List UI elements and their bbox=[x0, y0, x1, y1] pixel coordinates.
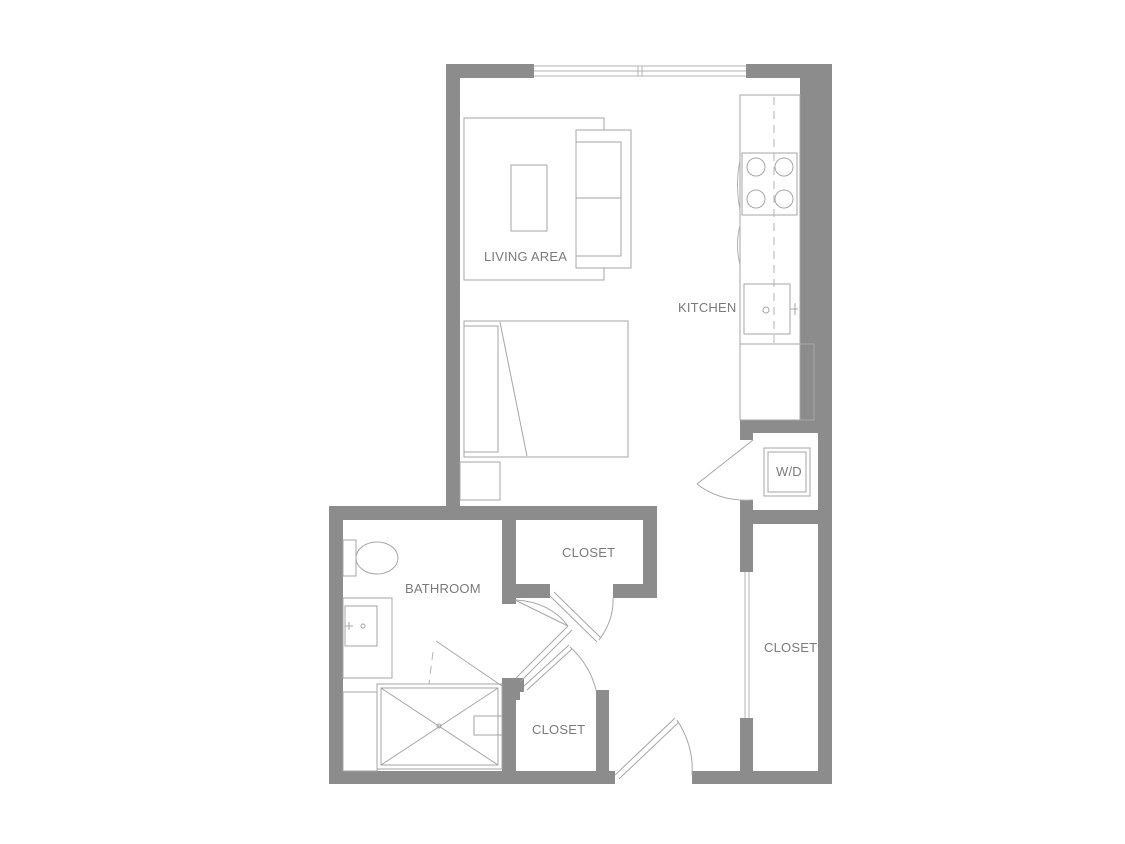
sofa-cushion-bottom bbox=[575, 197, 622, 257]
wall-kitchen-back bbox=[800, 78, 818, 420]
wall-wd-left-top bbox=[740, 420, 753, 440]
nightstand bbox=[459, 461, 501, 501]
label-bathroom: BATHROOM bbox=[405, 581, 481, 596]
bath-storage bbox=[342, 691, 378, 772]
closet-upper-door bbox=[549, 591, 614, 643]
label-closet-lower: CLOSET bbox=[532, 722, 585, 737]
sink-drain bbox=[762, 306, 770, 314]
toilet-bowl bbox=[355, 541, 399, 575]
burner-2 bbox=[774, 157, 794, 177]
room-labels: LIVING AREA KITCHEN W/D BATHROOM CLOSET … bbox=[405, 249, 817, 737]
sofa bbox=[575, 129, 632, 269]
closet-lower-door bbox=[523, 644, 597, 691]
toilet-tank bbox=[342, 539, 357, 577]
bathroom-fixtures bbox=[342, 539, 503, 772]
wall-bottom-right bbox=[692, 771, 832, 784]
vanity bbox=[342, 597, 393, 679]
wall-closet-upper-right bbox=[643, 506, 657, 598]
kitchen-counter-lower bbox=[739, 343, 815, 421]
burner-1 bbox=[746, 157, 766, 177]
wd-unit-inner bbox=[767, 451, 807, 493]
wall-right-exterior bbox=[818, 64, 832, 784]
wall-wd-bottom bbox=[740, 510, 818, 524]
wd-unit bbox=[763, 447, 811, 497]
wall-left-upper bbox=[446, 64, 460, 520]
bed bbox=[459, 320, 629, 501]
bed-frame bbox=[463, 320, 629, 458]
washer-dryer bbox=[696, 439, 811, 501]
bed-headboard bbox=[463, 325, 499, 453]
wall-closet-upper-bottom-left bbox=[502, 584, 550, 598]
bath-sink-drain bbox=[360, 623, 366, 629]
wall-notch-a bbox=[512, 684, 520, 700]
wall-top-right bbox=[746, 64, 832, 78]
wall-closet-lower-left bbox=[502, 678, 516, 784]
walls bbox=[329, 64, 832, 784]
wall-closet-upper-left bbox=[502, 506, 516, 604]
shower-drain bbox=[436, 723, 442, 729]
window-top bbox=[534, 65, 746, 77]
wall-bath-top bbox=[329, 506, 657, 520]
stove bbox=[741, 152, 798, 216]
wall-closet-right-lower bbox=[740, 718, 753, 784]
wall-closet-upper-bottom-right bbox=[613, 584, 657, 598]
label-washer-dryer: W/D bbox=[776, 464, 802, 479]
wall-bottom-left bbox=[329, 771, 615, 784]
label-closet-upper: CLOSET bbox=[562, 545, 615, 560]
label-living-area: LIVING AREA bbox=[484, 249, 567, 264]
wall-closet-right-upper bbox=[740, 516, 753, 572]
shower-bench bbox=[473, 715, 503, 736]
closet-right-doors bbox=[744, 572, 750, 718]
coffee-table bbox=[510, 164, 548, 232]
kitchen-counter bbox=[739, 94, 801, 421]
wall-kitchen-bottom bbox=[740, 420, 818, 433]
kitchen-fixtures bbox=[737, 94, 815, 421]
entry-door bbox=[614, 717, 693, 780]
wall-bath-left bbox=[329, 506, 343, 784]
wall-closet-lower-right bbox=[596, 690, 609, 784]
bathroom-door bbox=[514, 599, 573, 683]
label-kitchen: KITCHEN bbox=[678, 300, 736, 315]
wall-top-left bbox=[446, 64, 534, 78]
shower-inner bbox=[380, 687, 499, 766]
label-closet-right: CLOSET bbox=[764, 640, 817, 655]
living-area-furniture bbox=[463, 117, 632, 281]
kitchen-sink bbox=[743, 283, 791, 335]
burner-4 bbox=[774, 189, 794, 209]
burner-3 bbox=[746, 189, 766, 209]
